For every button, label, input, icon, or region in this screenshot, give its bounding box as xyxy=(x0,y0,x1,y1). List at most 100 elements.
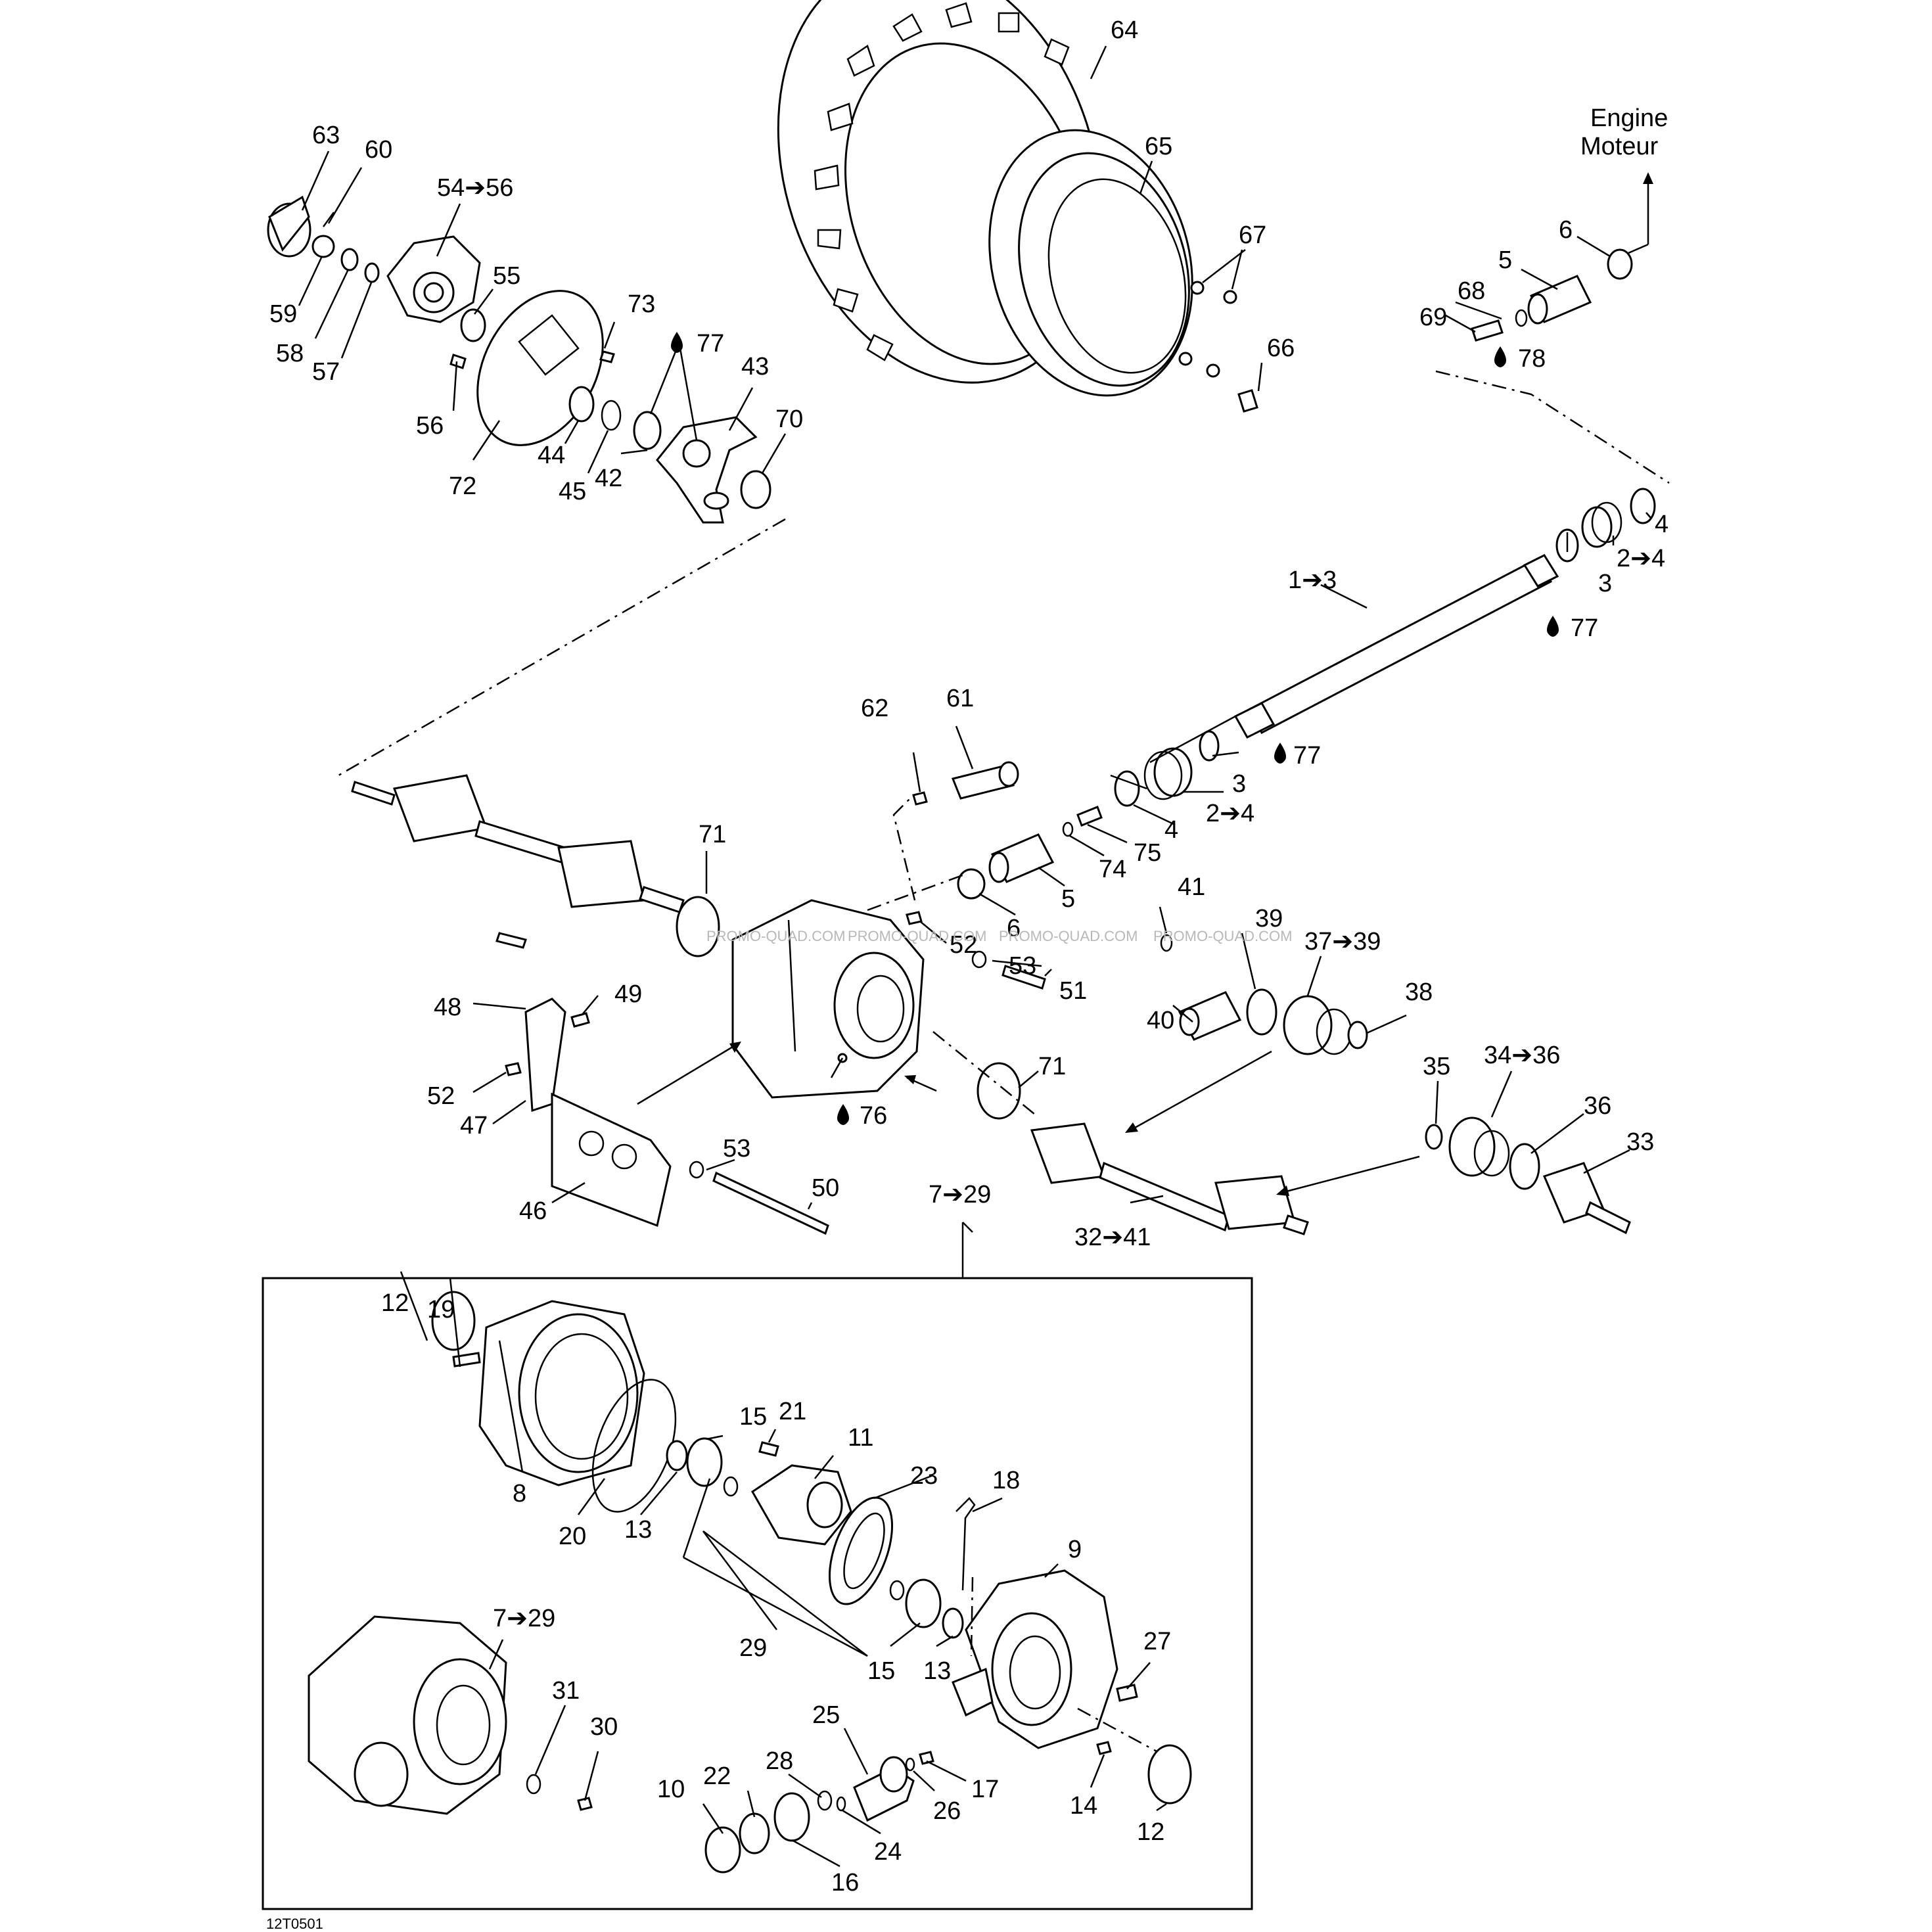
breather-61 xyxy=(951,761,1019,800)
oil-drop-icons xyxy=(671,332,1559,1125)
bolt-51 xyxy=(1001,965,1046,990)
callout-66: 66 xyxy=(1267,334,1295,362)
shim-28 xyxy=(817,1790,833,1811)
detail-box xyxy=(262,1277,1253,1910)
callout-72: 72 xyxy=(449,472,476,500)
callout-9: 9 xyxy=(1068,1536,1082,1563)
screw-75 xyxy=(1076,806,1103,827)
oil-drop-icon xyxy=(1547,616,1559,637)
seal-71b xyxy=(977,1062,1021,1120)
callout-15-b: 15 xyxy=(867,1657,895,1685)
hub-cap-63 xyxy=(267,195,311,258)
clamp-3b xyxy=(1199,730,1220,762)
callout-43: 43 xyxy=(741,353,769,380)
callout-5-b: 5 xyxy=(1061,885,1075,913)
arrows xyxy=(637,1042,1420,1196)
callout-62: 62 xyxy=(861,695,888,722)
clamp-62 xyxy=(912,791,928,806)
callout-5-a: 5 xyxy=(1498,246,1512,274)
callout-7-29-b: 7➔29 xyxy=(493,1605,555,1632)
callout-1-3: 1➔3 xyxy=(1288,566,1337,594)
washer-53a xyxy=(971,950,987,969)
callout-21: 21 xyxy=(779,1398,806,1425)
brake-disc-72 xyxy=(476,290,604,446)
callout-7-29-a: 7➔29 xyxy=(929,1181,991,1208)
clamp-39 xyxy=(1246,988,1277,1036)
dash-breather xyxy=(892,794,916,901)
pinion-25 xyxy=(853,1756,915,1822)
ring-41 xyxy=(1160,934,1173,952)
nut-52b xyxy=(505,1062,522,1076)
callout-28: 28 xyxy=(766,1747,793,1775)
callout-14: 14 xyxy=(1070,1792,1097,1820)
clamp-35 xyxy=(1425,1124,1443,1150)
clamp-38 xyxy=(1347,1021,1368,1049)
leader-lines xyxy=(298,45,1651,1868)
callout-27: 27 xyxy=(1143,1628,1171,1655)
callout-73: 73 xyxy=(628,290,655,318)
callout-11: 11 xyxy=(848,1424,873,1452)
boot-34 xyxy=(1448,1116,1510,1177)
screw-21 xyxy=(758,1441,779,1457)
bracket-46 xyxy=(551,1092,672,1228)
bearing-42 xyxy=(633,411,662,450)
outer-joint-33 xyxy=(1542,1162,1631,1235)
shim-29 xyxy=(723,1476,739,1497)
coupler-5b xyxy=(988,833,1055,883)
callout-30: 30 xyxy=(590,1713,618,1741)
callout-48: 48 xyxy=(434,994,461,1021)
ring-24 xyxy=(836,1796,846,1812)
callout-69: 69 xyxy=(1419,304,1447,331)
dash-vent xyxy=(970,1576,974,1657)
callout-16: 16 xyxy=(831,1869,859,1897)
callout-56: 56 xyxy=(416,412,444,440)
callout-12-a: 12 xyxy=(381,1289,409,1317)
vent-tube-18 xyxy=(955,1497,976,1591)
differential-assembled xyxy=(308,1615,507,1815)
callout-78: 78 xyxy=(1518,345,1546,373)
knuckle-43 xyxy=(656,416,758,524)
callout-26: 26 xyxy=(933,1797,961,1825)
callout-57: 57 xyxy=(312,358,340,386)
bearing-15b xyxy=(905,1578,942,1628)
dash-engine-to-shaft xyxy=(1435,370,1670,484)
callout-60: 60 xyxy=(365,136,392,164)
engine-label-line1: Engine xyxy=(1590,104,1668,132)
wheel-hub-54 xyxy=(386,235,481,323)
callout-67: 67 xyxy=(1239,221,1266,249)
engine-arrow xyxy=(1643,172,1653,184)
callout-47: 47 xyxy=(460,1112,488,1139)
washer-68 xyxy=(1515,309,1528,327)
callout-53-b: 53 xyxy=(723,1135,750,1162)
screw-19 xyxy=(452,1352,481,1368)
callout-4-a: 4 xyxy=(1655,511,1668,538)
callout-54-56: 54➔56 xyxy=(437,174,513,202)
callout-2-4-a: 2➔4 xyxy=(1617,545,1665,572)
callout-76: 76 xyxy=(860,1102,887,1130)
boot-37 xyxy=(1283,995,1352,1055)
wheel-nuts-67 xyxy=(1178,281,1258,413)
callout-68: 68 xyxy=(1458,277,1485,305)
o-ring-31 xyxy=(526,1774,541,1795)
callout-58: 58 xyxy=(276,340,304,367)
watermark-3: PROMO-QUAD.COM xyxy=(999,928,1138,944)
callout-65: 65 xyxy=(1145,133,1172,160)
callout-2-4-b: 2➔4 xyxy=(1206,800,1254,827)
callout-71-a: 71 xyxy=(699,821,726,848)
callout-53-a: 53 xyxy=(1009,952,1036,980)
callout-74: 74 xyxy=(1099,856,1126,883)
callout-52-b: 52 xyxy=(427,1082,455,1110)
retaining-ring-45 xyxy=(601,400,622,431)
callout-13-c: 13 xyxy=(923,1657,951,1685)
callout-6-a: 6 xyxy=(1559,216,1573,244)
drive-shaft-left xyxy=(351,774,685,913)
bearing-16 xyxy=(773,1792,810,1842)
seal-12a xyxy=(431,1291,476,1351)
propeller-shaft-1 xyxy=(1233,554,1559,739)
callout-8: 8 xyxy=(513,1480,526,1507)
nut-52a xyxy=(906,911,923,925)
clamp-36 xyxy=(1509,1143,1540,1190)
coupling-sleeve-6a xyxy=(1607,248,1633,280)
bearing-55 xyxy=(460,308,486,342)
callout-77-a: 77 xyxy=(697,330,724,357)
